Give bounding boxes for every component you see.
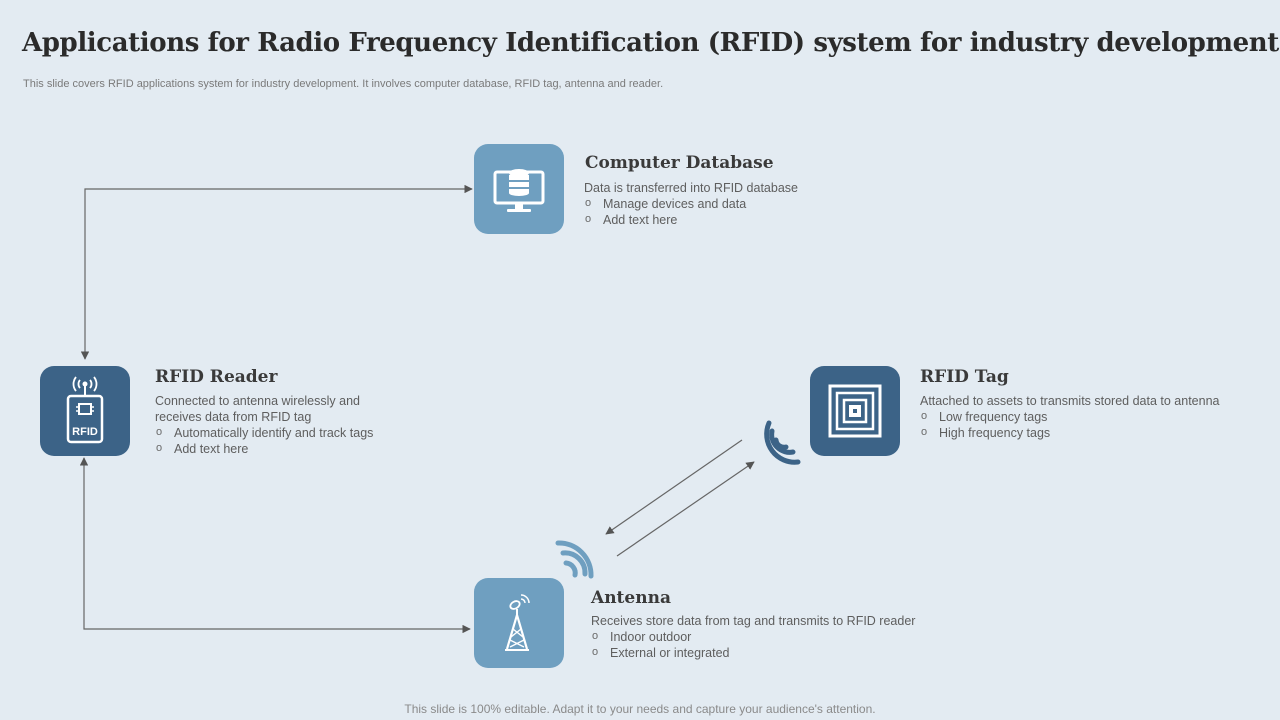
arrow-antenna-to-tag (616, 461, 755, 557)
tag-bullet-2: High frequency tags (920, 424, 1260, 441)
antenna-description: Receives store data from tag and transmi… (591, 614, 916, 628)
database-description-block: Data is transferred into RFID database M… (584, 180, 884, 228)
database-bullet-2: Add text here (584, 211, 884, 228)
tag-tile (810, 366, 900, 456)
reader-description-line-2: receives data from RFID tag (155, 410, 312, 424)
antenna-tile (474, 578, 564, 668)
monitor-database-icon (493, 169, 545, 212)
antenna-signal-waves-icon (555, 540, 594, 579)
arrow-antenna-to-reader (79, 457, 471, 634)
arrow-tag-to-antenna (605, 439, 743, 535)
tag-title: RFID Tag (920, 367, 1009, 387)
rfid-reader-icon: RFID (66, 376, 104, 444)
antenna-description-block: Receives store data from tag and transmi… (591, 613, 971, 661)
slide-title: Applications for Radio Frequency Identif… (22, 28, 1279, 58)
reader-title: RFID Reader (155, 367, 278, 387)
antenna-bullet-1: Indoor outdoor (591, 628, 971, 645)
reader-bullet-list: Automatically identify and track tags Ad… (155, 424, 415, 457)
tag-bullet-list: Low frequency tags High frequency tags (920, 408, 1260, 441)
rfid-tag-icon (828, 384, 882, 438)
database-bullet-list: Manage devices and data Add text here (584, 195, 884, 228)
tag-signal-waves-icon (764, 420, 801, 465)
reader-bullet-1: Automatically identify and track tags (155, 424, 415, 441)
rfid-reader-icon-label: RFID (72, 426, 98, 438)
database-bullet-1: Manage devices and data (584, 195, 884, 212)
reader-description-block: Connected to antenna wirelessly and rece… (155, 393, 415, 457)
tag-bullet-1: Low frequency tags (920, 408, 1260, 425)
tag-description: Attached to assets to transmits stored d… (920, 394, 1220, 408)
slide-footer: This slide is 100% editable. Adapt it to… (404, 702, 876, 716)
antenna-bullet-list: Indoor outdoor External or integrated (591, 628, 971, 661)
arrow-reader-to-database (80, 184, 473, 360)
database-title: Computer Database (585, 153, 774, 173)
reader-bullet-2: Add text here (155, 440, 415, 457)
tag-description-block: Attached to assets to transmits stored d… (920, 393, 1260, 441)
reader-tile: RFID (40, 366, 130, 456)
database-description: Data is transferred into RFID database (584, 181, 798, 195)
database-tile (474, 144, 564, 234)
antenna-tower-icon (505, 594, 530, 651)
antenna-bullet-2: External or integrated (591, 644, 971, 661)
slide-subtitle: This slide covers RFID applications syst… (23, 78, 664, 90)
antenna-title: Antenna (591, 588, 671, 608)
reader-description-line-1: Connected to antenna wirelessly and (155, 394, 360, 408)
